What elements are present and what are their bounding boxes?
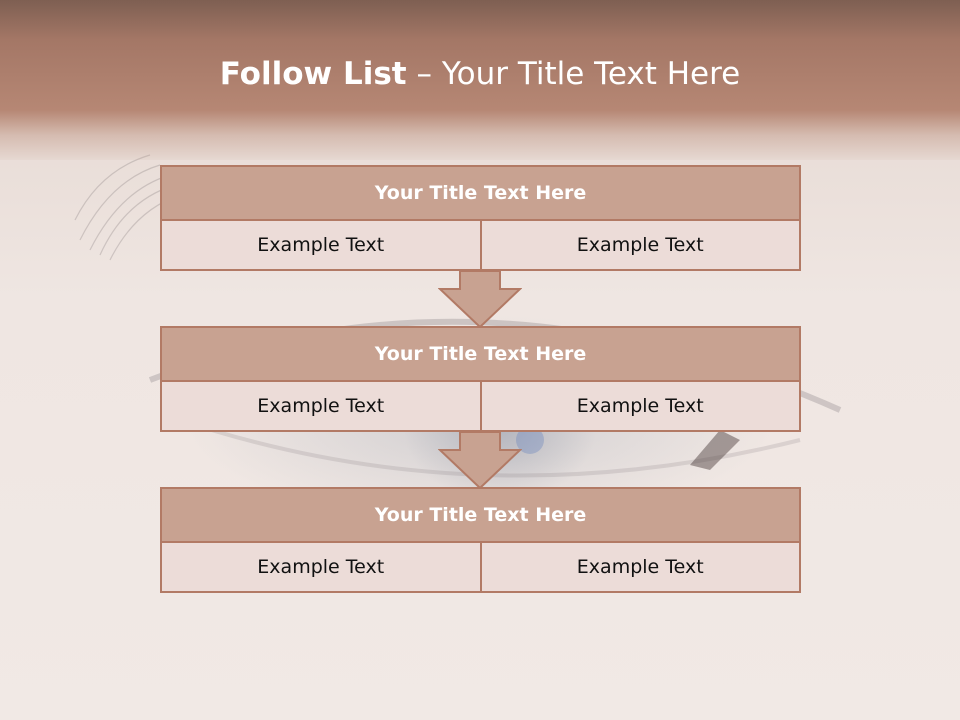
list-block-2: Your Title Text Here Example Text Exampl… xyxy=(160,326,801,432)
block-title: Your Title Text Here xyxy=(160,326,801,382)
block-row: Example Text Example Text xyxy=(160,543,801,593)
block-row: Example Text Example Text xyxy=(160,382,801,432)
block-cell-right: Example Text xyxy=(481,221,801,271)
title-band xyxy=(0,0,960,160)
block-title: Your Title Text Here xyxy=(160,487,801,543)
down-arrow-icon xyxy=(438,432,522,490)
block-cell-right: Example Text xyxy=(481,382,801,432)
title-separator: – xyxy=(406,56,442,92)
block-cell-left: Example Text xyxy=(160,221,482,271)
list-block-3: Your Title Text Here Example Text Exampl… xyxy=(160,487,801,593)
block-row: Example Text Example Text xyxy=(160,221,801,271)
block-title: Your Title Text Here xyxy=(160,165,801,221)
block-cell-left: Example Text xyxy=(160,543,482,593)
down-arrow-icon xyxy=(438,271,522,329)
block-cell-left: Example Text xyxy=(160,382,482,432)
block-cell-right: Example Text xyxy=(481,543,801,593)
list-block-1: Your Title Text Here Example Text Exampl… xyxy=(160,165,801,271)
slide-title: Follow List – Your Title Text Here xyxy=(0,56,960,92)
title-light: Your Title Text Here xyxy=(441,56,741,92)
title-strong: Follow List xyxy=(219,56,407,92)
